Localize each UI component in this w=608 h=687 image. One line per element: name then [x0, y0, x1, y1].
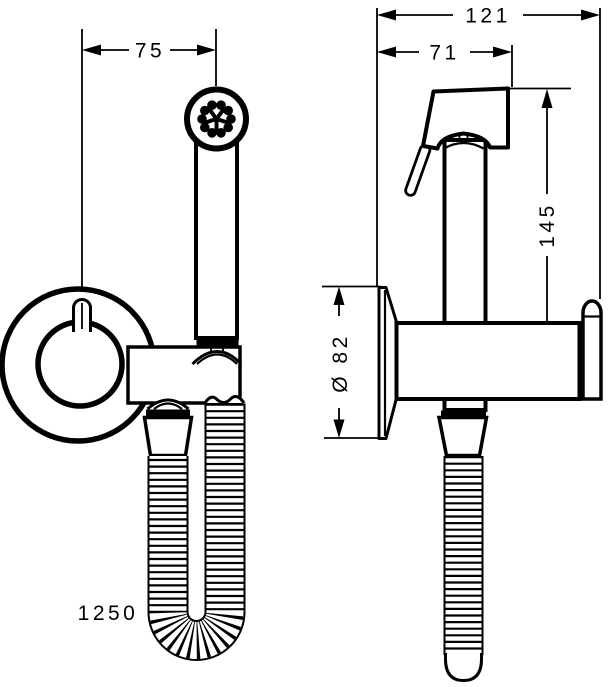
trigger-lever-face: [407, 146, 429, 194]
outlet-connector-side: [436, 410, 489, 458]
arrow-up-icon: [541, 89, 553, 108]
handle-end-band: [196, 336, 239, 346]
dim-121-label: 121: [465, 5, 511, 28]
spray-head-side: [421, 86, 510, 151]
side-view: 121 71 145 Ø 82: [322, 5, 603, 683]
dim-1250-label: 1250: [78, 602, 139, 625]
outlet-connector-front: [142, 398, 194, 458]
arrow-left-icon: [377, 9, 396, 21]
dim-diameter-label: Ø 82: [329, 333, 352, 393]
connector-cone: [142, 415, 194, 458]
dimension-121: 121: [376, 5, 601, 299]
dim-71-label: 71: [429, 42, 459, 65]
cradle-arc-inner: [196, 353, 238, 365]
dim-145-label: 145: [536, 202, 559, 248]
collar-arc-inner: [443, 141, 485, 150]
wall-ring: [0, 286, 157, 444]
arrow-left-icon: [377, 46, 396, 58]
sprayer-handle-front: [194, 126, 239, 340]
connector-nut-band: [441, 410, 486, 418]
arrow-up-icon: [333, 286, 345, 305]
holder-hook-side: [581, 299, 603, 401]
handle-connector-skirt: [203, 395, 246, 405]
connector-nut-band: [146, 409, 190, 418]
arrow-right-icon: [197, 44, 216, 56]
connector-cone: [436, 415, 489, 458]
dimension-75: 75: [81, 29, 217, 292]
dimension-diameter-82: Ø 82: [322, 285, 381, 439]
cradle-arc-outer: [191, 350, 243, 366]
arrow-right-icon: [581, 9, 600, 21]
hose-body: [149, 403, 244, 659]
nozzle-pattern-icon: [197, 100, 236, 138]
shower-hose-front: [147, 403, 246, 661]
holder-bracket-front: [126, 345, 242, 405]
dimension-71: 71: [377, 42, 513, 87]
wall-body-side: [394, 321, 582, 401]
hand-sprayer-side: [404, 86, 510, 197]
arrow-left-icon: [82, 44, 101, 56]
wall-ring-inner: [35, 319, 125, 409]
arrow-down-icon: [333, 419, 345, 438]
dim-75-label: 75: [135, 40, 165, 63]
arrow-right-icon: [493, 46, 512, 58]
hand-sprayer-front: [184, 86, 249, 366]
hose-end-cap: [444, 653, 483, 683]
shower-hose-side: [443, 456, 484, 683]
front-view: 75: [0, 29, 249, 661]
connector-arch-inner: [153, 402, 183, 410]
